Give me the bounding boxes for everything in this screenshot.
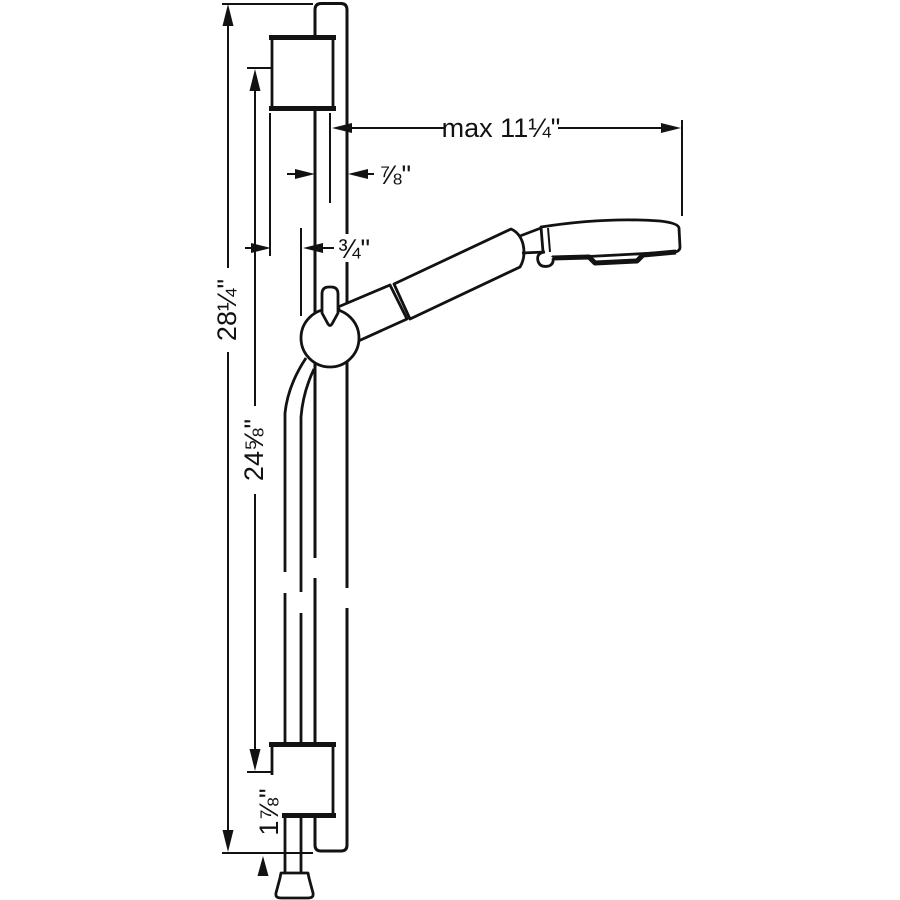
dim-bar-diameter: ⅞" <box>287 160 411 190</box>
hose-inner-curve <box>299 368 316 592</box>
label-backing <box>334 234 376 262</box>
dim-label-bottom-offset: 1⅞" <box>254 788 284 835</box>
dim-hose-offset: ¾" <box>245 113 376 316</box>
arrowhead-right <box>295 169 315 179</box>
wall-bracket-bottom <box>269 742 336 818</box>
arrowhead-left <box>332 123 352 133</box>
slide-bar-top-cap <box>313 2 349 11</box>
arrowhead-left <box>348 169 368 179</box>
dimension-annotations: 28¼" 24⅝" 1⅞" ⅞" <box>212 3 683 876</box>
nozzle-band <box>551 249 677 266</box>
slider-holder <box>299 285 361 369</box>
arrowhead-up <box>249 69 261 91</box>
wall-bracket-top <box>269 35 336 111</box>
hand-shower <box>336 218 682 345</box>
dim-hole-spacing: 24⅝" <box>239 67 271 773</box>
arrowhead-down <box>222 830 234 852</box>
arrowhead-right <box>661 123 681 133</box>
wall-bracket-top-body <box>270 35 335 111</box>
label-backing <box>256 775 282 849</box>
arrowhead-up <box>222 4 234 26</box>
dim-label-overall-height: 28¼" <box>212 279 242 341</box>
arrowhead-down <box>249 749 261 771</box>
hose-connector <box>274 871 315 900</box>
head-hook <box>536 250 555 268</box>
slide-bar-bottom-cap <box>313 844 349 853</box>
dim-label-max-reach: max 11¼" <box>442 113 561 143</box>
hose-outer-curve <box>283 357 308 572</box>
handle-grip <box>392 227 526 321</box>
wall-bracket-bottom-body <box>270 742 335 818</box>
shower-hose <box>274 357 316 900</box>
dim-label-hose-offset: ¾" <box>338 234 370 264</box>
arrowhead-right <box>251 243 271 253</box>
dim-max-reach: max 11¼" <box>329 113 683 216</box>
head-neck-top <box>519 226 542 238</box>
dim-label-hole-spacing: 24⅝" <box>239 419 269 481</box>
arrowhead-left <box>303 243 323 253</box>
dim-label-bar-diameter: ⅞" <box>379 160 411 190</box>
dim-bottom-offset: 1⅞" <box>254 775 284 876</box>
dim-overall-height: 28¼" <box>212 3 313 854</box>
arrowhead-up <box>257 856 269 876</box>
spray-head-face-line <box>547 227 551 253</box>
slider-lever <box>320 285 340 327</box>
